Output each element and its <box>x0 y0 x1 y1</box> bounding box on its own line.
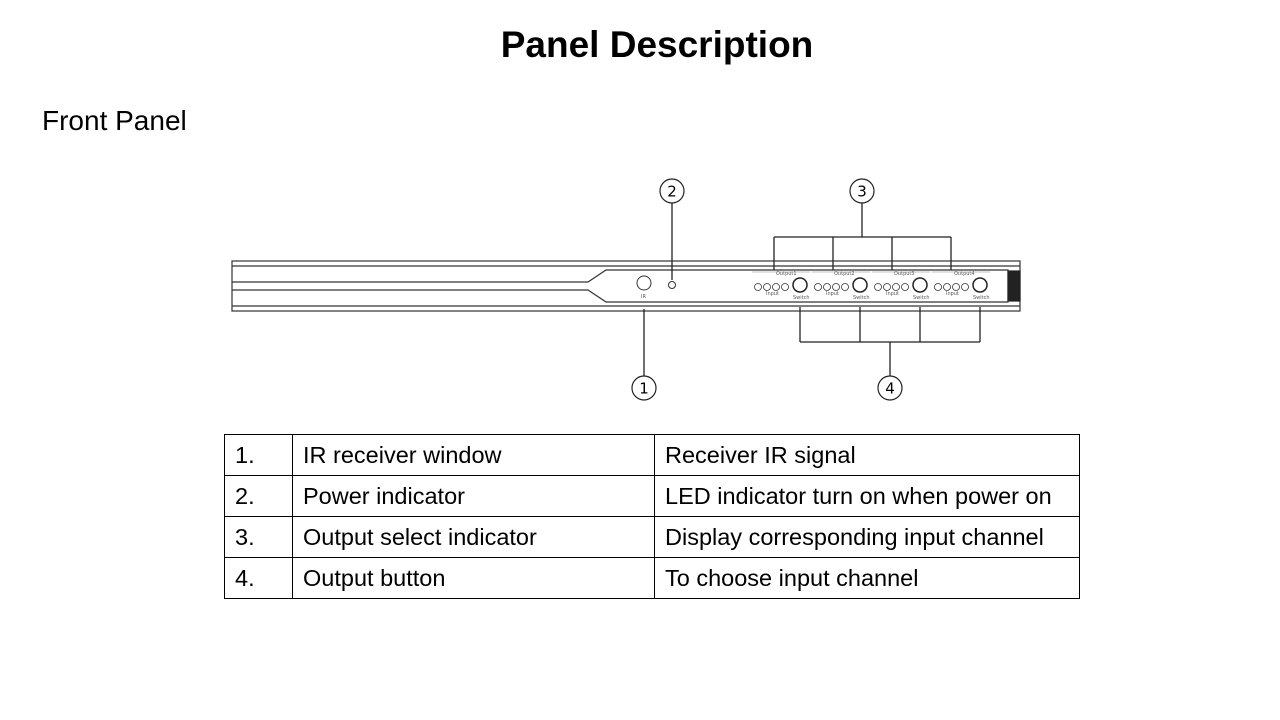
callout-leaders <box>643 202 981 376</box>
output-group-2: Output2 Input Switch <box>812 271 870 301</box>
output-label: Output4 <box>954 271 975 277</box>
output-label: Output3 <box>894 271 915 277</box>
table-row: 3. Output select indicator Display corre… <box>224 516 1080 558</box>
callout-number: 4 <box>885 380 895 398</box>
output-button[interactable] <box>852 277 868 293</box>
callout-number: 3 <box>857 183 867 201</box>
table-row: 4. Output button To choose input channel <box>224 557 1080 599</box>
row-description: Receiver IR signal <box>654 434 1080 476</box>
output-select-indicator <box>883 283 891 291</box>
output-select-indicator <box>754 283 762 291</box>
switch-label: Switch <box>853 295 870 301</box>
output-select-indicator <box>874 283 882 291</box>
row-number: 3. <box>224 516 293 558</box>
output-group-3: Output3 Input Switch <box>872 271 930 301</box>
output-select-indicator <box>841 283 849 291</box>
row-description: To choose input channel <box>654 557 1080 599</box>
input-label: Input <box>946 291 959 297</box>
output-button[interactable] <box>792 277 808 293</box>
section-heading: Front Panel <box>42 105 187 136</box>
output-select-indicator <box>952 283 960 291</box>
switch-label: Switch <box>913 295 930 301</box>
input-label: Input <box>826 291 839 297</box>
row-name: Power indicator <box>292 475 655 517</box>
device-body <box>231 260 1021 312</box>
output-select-indicator <box>763 283 771 291</box>
output-select-indicator <box>892 283 900 291</box>
row-description: Display corresponding input channel <box>654 516 1080 558</box>
output-group-4: Output4 Input Switch <box>932 271 990 301</box>
output-select-indicator <box>934 283 942 291</box>
row-number: 1. <box>224 434 293 476</box>
output-select-indicator <box>832 283 840 291</box>
switch-label: Switch <box>973 295 990 301</box>
output-select-indicator <box>943 283 951 291</box>
output-select-indicator <box>961 283 969 291</box>
row-name: Output select indicator <box>292 516 655 558</box>
input-label: Input <box>886 291 899 297</box>
output-select-indicator <box>823 283 831 291</box>
page-title: Panel Description <box>500 24 814 65</box>
callout-1: 1 <box>631 375 657 401</box>
switch-label: Switch <box>793 295 810 301</box>
row-name: Output button <box>292 557 655 599</box>
output-select-indicator <box>901 283 909 291</box>
callout-3: 3 <box>849 178 875 204</box>
row-number: 2. <box>224 475 293 517</box>
output-label: Output2 <box>834 271 855 277</box>
output-button[interactable] <box>972 277 988 293</box>
input-label: Input <box>766 291 779 297</box>
row-number: 4. <box>224 557 293 599</box>
row-description: LED indicator turn on when power on <box>654 475 1080 517</box>
callout-number: 1 <box>639 380 649 398</box>
output-group-1: Output1 Input Switch <box>752 271 810 301</box>
output-label: Output1 <box>776 271 797 277</box>
power-indicator <box>668 281 676 289</box>
callout-2: 2 <box>659 178 685 204</box>
panel-description-table: 1. IR receiver window Receiver IR signal… <box>224 434 1080 599</box>
output-select-indicator <box>814 283 822 291</box>
output-select-indicator <box>781 283 789 291</box>
callout-4: 4 <box>877 375 903 401</box>
output-select-indicator <box>772 283 780 291</box>
callout-number: 2 <box>667 183 677 201</box>
ir-label: IR <box>641 294 646 300</box>
row-name: IR receiver window <box>292 434 655 476</box>
table-row: 1. IR receiver window Receiver IR signal <box>224 434 1080 476</box>
output-button[interactable] <box>912 277 928 293</box>
ir-receiver-window <box>636 275 652 291</box>
table-row: 2. Power indicator LED indicator turn on… <box>224 475 1080 517</box>
